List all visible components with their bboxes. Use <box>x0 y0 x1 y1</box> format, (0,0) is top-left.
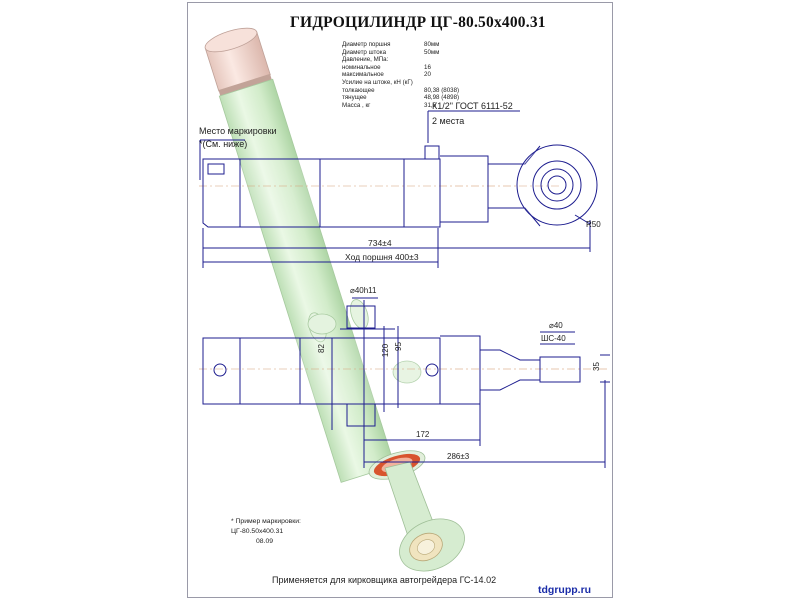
port-count-label: 2 места <box>432 116 465 126</box>
dimension-120: 120 <box>381 343 391 358</box>
side-view-drawing <box>199 297 610 468</box>
marking-example-heading: * Пример маркировки: <box>231 518 301 525</box>
trunnion-boss-right <box>392 360 422 384</box>
dimension-172: 172 <box>416 430 430 439</box>
dimension-95: 95 <box>393 342 403 351</box>
trunnion-boss-left <box>307 313 337 335</box>
spec-row: Давление, МПа: <box>342 56 389 64</box>
drawing-title: ГИДРОЦИЛИНДР ЦГ-80.50х400.31 <box>290 14 546 31</box>
top-view-drawing <box>199 110 598 268</box>
cylinder-3d-render <box>204 27 465 572</box>
marking-example-line2: 08.09 <box>256 538 274 545</box>
usage-footer: Применяется для кирковщика автогрейдера … <box>272 575 497 585</box>
marking-place-label: Место маркировки <box>199 126 277 136</box>
stroke-dimension: Ход поршня 400±3 <box>345 252 419 262</box>
radius-label: R50 <box>586 220 601 229</box>
width-35-dimension: 35 <box>591 362 601 371</box>
dimension-286: 286±3 <box>447 452 470 461</box>
port-thread-label: К1/2" ГОСТ 6111-52 <box>432 101 513 111</box>
website-link[interactable]: tdgrupp.ru <box>538 584 592 596</box>
dimension-82: 82 <box>316 344 326 353</box>
marking-example-line1: ЦГ-80.50х400.31 <box>231 528 284 535</box>
spec-row: Усилие на штоке, кН (кГ) <box>342 78 413 86</box>
rod-eye-diameter-dimension: ⌀40 <box>549 321 563 330</box>
trunnion-diameter-dimension: ⌀40h11 <box>350 286 377 295</box>
total-length-dimension: 734±4 <box>368 238 392 248</box>
rod-end-3d <box>368 450 465 572</box>
marking-ref-label: *(См. ниже) <box>199 139 248 149</box>
bearing-label: ШС-40 <box>541 334 566 343</box>
